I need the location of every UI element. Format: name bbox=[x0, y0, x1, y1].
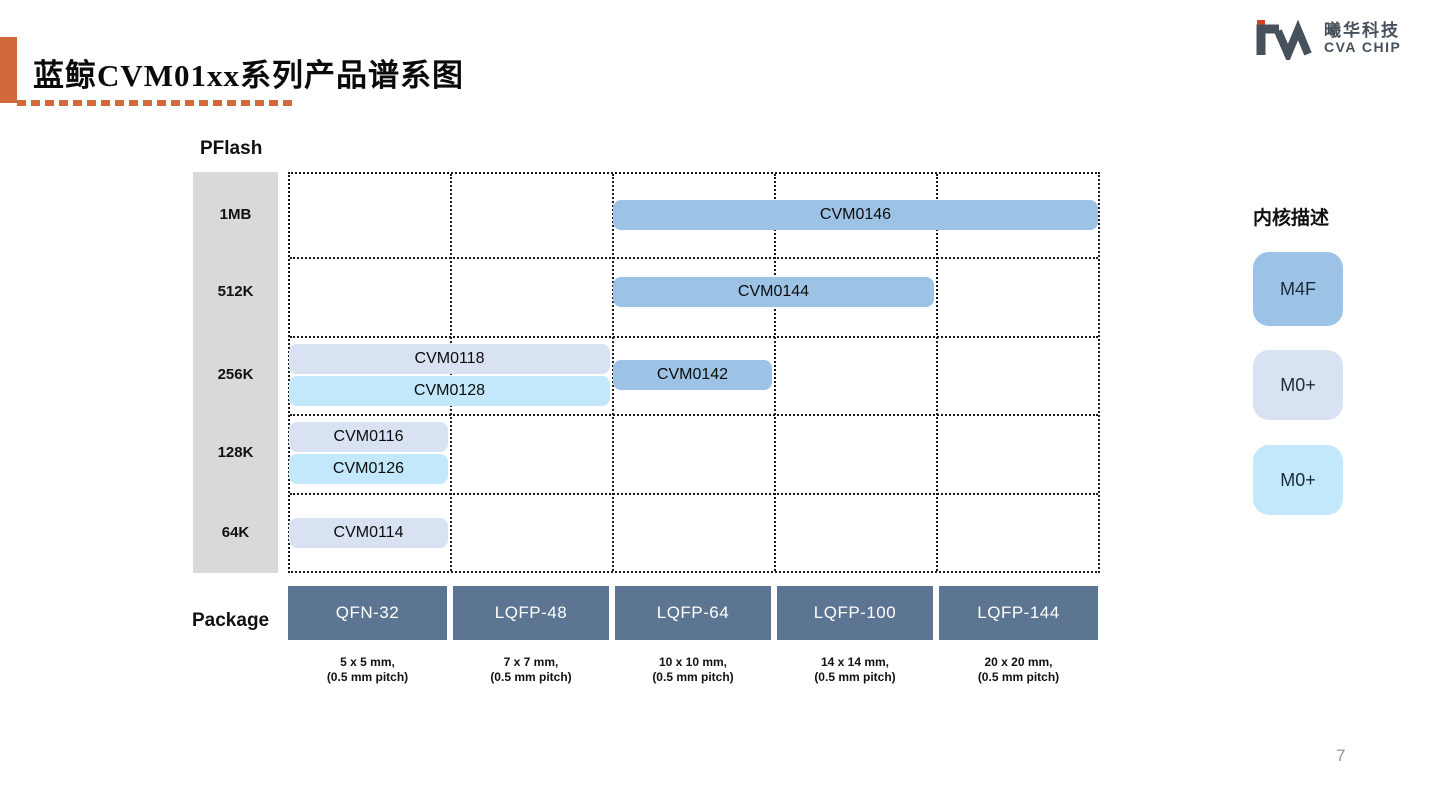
package-pitch: (0.5 mm pitch) bbox=[814, 670, 896, 684]
package-size: 20 x 20 mm, bbox=[984, 655, 1053, 669]
product-bar-cvm0142: CVM0142 bbox=[613, 360, 772, 390]
package-cell-lqfp-48: LQFP-48 bbox=[453, 586, 609, 640]
package-size: 10 x 10 mm, bbox=[658, 655, 728, 669]
package-dimensions-qfn-32: 5 x 5 mm,(0.5 mm pitch) bbox=[288, 655, 447, 685]
page-number: 7 bbox=[1336, 746, 1346, 765]
company-name-cn: 曦华科技 bbox=[1324, 20, 1400, 40]
product-bar-cvm0116: CVM0116 bbox=[289, 422, 448, 452]
grid-hline bbox=[290, 257, 1098, 259]
legend-item-m0_cyan: M0+ bbox=[1253, 445, 1343, 515]
product-bar-cvm0118: CVM0118 bbox=[289, 344, 610, 374]
y-axis-title: PFlash bbox=[200, 138, 263, 159]
package-dimensions-lqfp-48: 7 x 7 mm,(0.5 mm pitch) bbox=[453, 655, 609, 685]
package-pitch: (0.5 mm pitch) bbox=[652, 670, 734, 684]
company-name-en: CVA CHIP bbox=[1324, 38, 1402, 55]
x-axis-title: Package bbox=[192, 610, 270, 631]
legend-item-m4f: M4F bbox=[1253, 252, 1343, 326]
legend-title: 内核描述 bbox=[1253, 208, 1330, 229]
package-pitch: (0.5 mm pitch) bbox=[326, 670, 409, 684]
package-pitch: (0.5 mm pitch) bbox=[490, 670, 572, 684]
package-cell-lqfp-144: LQFP-144 bbox=[939, 586, 1098, 640]
grid-vline bbox=[774, 174, 776, 571]
y-axis-label-128k: 128K bbox=[217, 444, 254, 461]
package-size: 14 x 14 mm, bbox=[820, 655, 890, 669]
y-axis-label-512k: 512K bbox=[217, 283, 254, 300]
package-size: 7 x 7 mm, bbox=[503, 655, 559, 669]
y-axis-label-1mb: 1MB bbox=[219, 206, 252, 223]
package-cell-lqfp-64: LQFP-64 bbox=[615, 586, 771, 640]
product-bar-cvm0144: CVM0144 bbox=[613, 277, 934, 307]
logo-wordmark: 曦华科技 CVA CHIP bbox=[1324, 20, 1402, 55]
page-title: 蓝鲸CVM01xx系列产品谱系图 bbox=[33, 58, 465, 93]
grid-hline bbox=[290, 493, 1098, 495]
package-cell-qfn-32: QFN-32 bbox=[288, 586, 447, 640]
grid-hline bbox=[290, 414, 1098, 416]
product-bar-cvm0128: CVM0128 bbox=[289, 376, 610, 406]
product-bar-cvm0114: CVM0114 bbox=[289, 518, 448, 548]
product-bar-cvm0146: CVM0146 bbox=[613, 200, 1098, 230]
package-dimensions-lqfp-64: 10 x 10 mm,(0.5 mm pitch) bbox=[615, 655, 771, 685]
y-axis-column bbox=[193, 172, 278, 573]
package-dimensions-lqfp-144: 20 x 20 mm,(0.5 mm pitch) bbox=[939, 655, 1098, 685]
package-dimensions-lqfp-100: 14 x 14 mm,(0.5 mm pitch) bbox=[777, 655, 933, 685]
package-pitch: (0.5 mm pitch) bbox=[977, 670, 1060, 684]
company-logo: 曦华科技 CVA CHIP bbox=[1248, 16, 1402, 65]
grid-vline bbox=[936, 174, 938, 571]
package-size: 5 x 5 mm, bbox=[340, 655, 395, 669]
title-accent-bar bbox=[0, 37, 17, 103]
title-underline-dashes bbox=[17, 100, 293, 106]
grid-hline bbox=[290, 336, 1098, 338]
legend-item-m0_lavender: M0+ bbox=[1253, 350, 1343, 420]
cva-logo-icon bbox=[1248, 16, 1314, 65]
y-axis-label-64k: 64K bbox=[221, 524, 250, 541]
package-cell-lqfp-100: LQFP-100 bbox=[777, 586, 933, 640]
y-axis-label-256k: 256K bbox=[217, 366, 254, 383]
product-bar-cvm0126: CVM0126 bbox=[289, 454, 448, 484]
